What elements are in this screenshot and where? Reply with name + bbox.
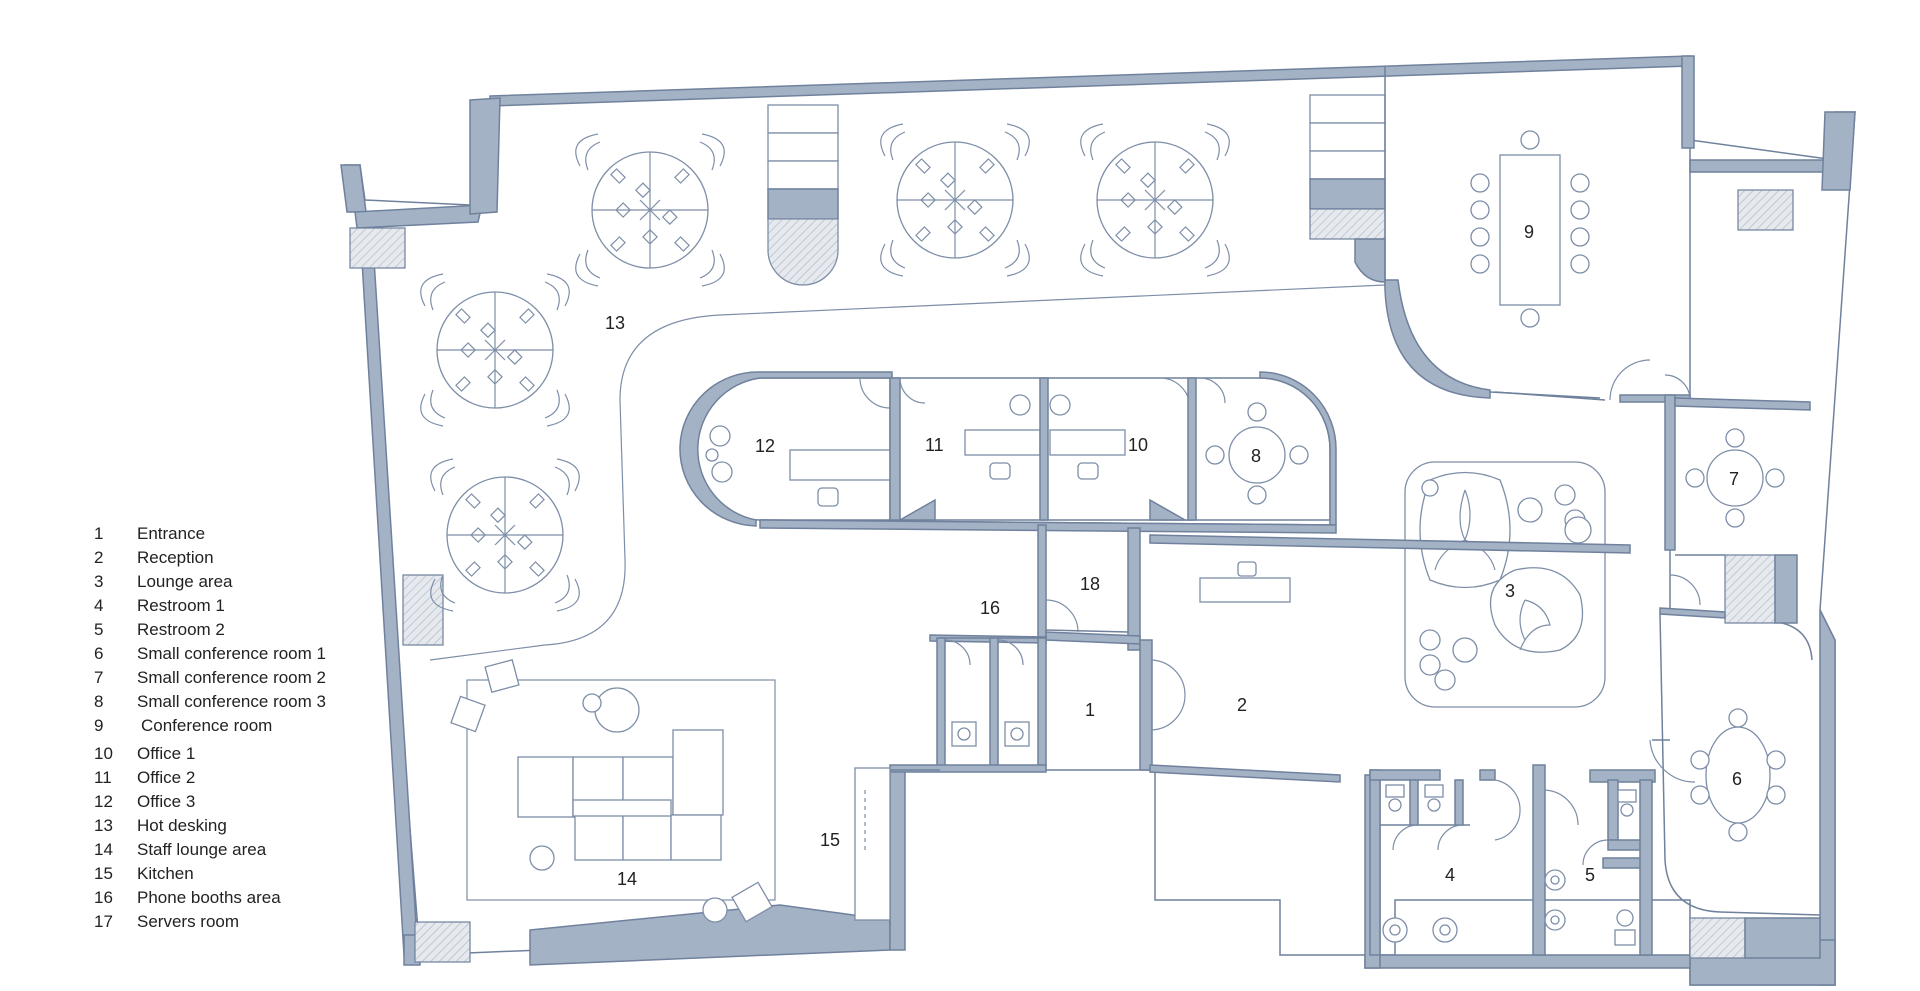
legend-number: 3 xyxy=(94,572,104,591)
legend-number: 5 xyxy=(94,620,104,639)
room-label-10: 10 xyxy=(1128,435,1148,455)
room-label-13: 13 xyxy=(605,313,625,333)
hot-desking-boundary xyxy=(429,284,1386,661)
legend-label: Office 2 xyxy=(137,768,196,787)
restrooms xyxy=(1369,739,1670,956)
room-label-1: 1 xyxy=(1085,700,1095,720)
room-label-2: 2 xyxy=(1237,695,1247,715)
legend-number: 4 xyxy=(94,596,104,615)
legend-number: 9 xyxy=(94,716,104,735)
room-label-11: 11 xyxy=(925,435,944,455)
legend-label: Lounge area xyxy=(137,572,233,591)
legend-label: Reception xyxy=(137,548,214,567)
room-label-3: 3 xyxy=(1505,581,1515,601)
room-labels: 1 2 3 4 5 6 7 8 9 10 11 12 13 14 15 16 1… xyxy=(605,222,1742,889)
legend-label: Servers room xyxy=(137,912,240,931)
legend-label: Small conference room 2 xyxy=(137,668,326,687)
legend-number: 14 xyxy=(94,840,113,859)
lounge-area-3 xyxy=(1404,461,1606,708)
legend-label: Staff lounge area xyxy=(137,840,267,859)
legend-number: 10 xyxy=(94,744,113,763)
structural-columns xyxy=(349,189,1821,963)
conference-room-9 xyxy=(1384,66,1691,401)
room-label-15: 15 xyxy=(820,830,840,850)
entrance-core xyxy=(889,524,1631,783)
legend-label: Office 1 xyxy=(137,744,196,763)
legend-label: Small conference room 1 xyxy=(137,644,326,663)
legend-label: Conference room xyxy=(141,716,273,735)
room-label-18: 18 xyxy=(1080,574,1100,594)
staff-lounge-14 xyxy=(450,659,776,923)
legend-number: 15 xyxy=(94,864,113,883)
storage-cabinets xyxy=(767,94,1386,286)
kitchen-15 xyxy=(854,767,940,925)
legend-label: Small conference room 3 xyxy=(137,692,326,711)
legend-label: Restroom 2 xyxy=(137,620,225,639)
legend-label: Kitchen xyxy=(137,864,194,883)
legend-number: 12 xyxy=(94,792,113,811)
room-label-8: 8 xyxy=(1251,446,1261,466)
room-label-9: 9 xyxy=(1524,222,1534,242)
legend-number: 16 xyxy=(94,888,113,907)
conference-room-7 xyxy=(1619,394,1813,661)
legend-label: Office 3 xyxy=(137,792,196,811)
room-label-12: 12 xyxy=(755,436,775,456)
room-label-14: 14 xyxy=(617,869,637,889)
legend-label: Entrance xyxy=(137,524,206,543)
legend-number: 6 xyxy=(94,644,104,663)
legend-number: 13 xyxy=(94,816,113,835)
legend-label: Phone booths area xyxy=(137,888,281,907)
legend-label: Restroom 1 xyxy=(137,596,225,615)
conference-room-6 xyxy=(1649,613,1821,916)
legend-number: 7 xyxy=(94,668,104,687)
legend-number: 17 xyxy=(94,912,113,931)
offices-row xyxy=(679,371,1337,534)
room-label-6: 6 xyxy=(1732,769,1742,789)
legend-label: Hot desking xyxy=(137,816,227,835)
room-label-5: 5 xyxy=(1585,865,1595,885)
legend-number: 1 xyxy=(94,524,104,543)
room-label-7: 7 xyxy=(1729,469,1739,489)
legend-number: 8 xyxy=(94,692,104,711)
legend-number: 11 xyxy=(94,768,112,787)
room-label-4: 4 xyxy=(1445,865,1455,885)
legend-number: 2 xyxy=(94,548,104,567)
room-label-16: 16 xyxy=(980,598,1000,618)
